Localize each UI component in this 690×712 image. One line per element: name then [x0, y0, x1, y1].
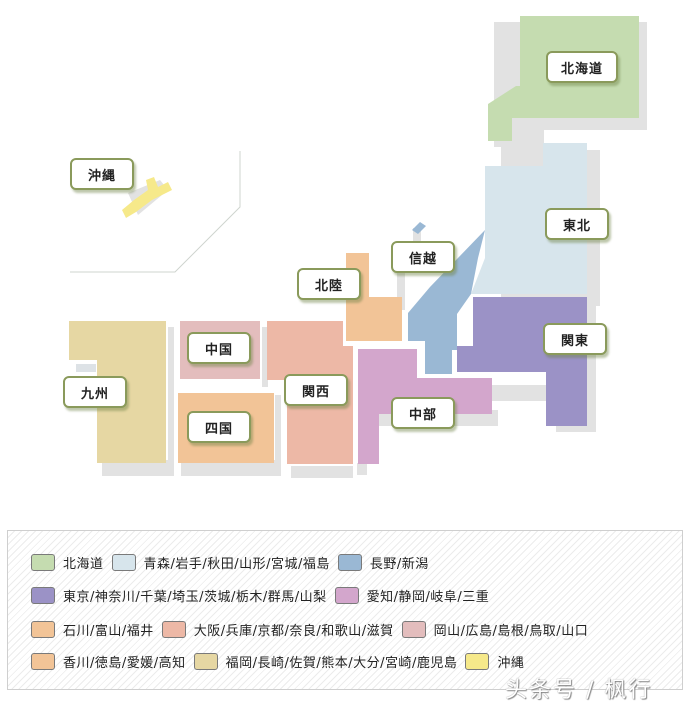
legend-text: 福岡/長崎/佐賀/熊本/大分/宮崎/鹿児島 [225, 655, 458, 671]
swatch-kyushu [193, 652, 218, 670]
legend-item-chubu: 愛知/静岡/岐阜/三重 [334, 586, 490, 605]
watermark: 头条号 / 枫行 [505, 678, 653, 703]
region-shinetsu [408, 230, 485, 374]
legend-text: 北海道 [63, 556, 104, 572]
legend-item-shikoku: 香川/徳島/愛媛/高知 [31, 652, 186, 671]
legend-item-tohoku: 青森/岩手/秋田/山形/宮城/福島 [111, 553, 330, 572]
swatch-hokkaido [31, 553, 55, 571]
legend-item-hokuriku: 石川/富山/福井 [31, 620, 154, 639]
legend-text: 香川/徳島/愛媛/高知 [63, 655, 186, 671]
map-legend: 北海道 青森/岩手/秋田/山形/宮城/福島 長野/新潟 東京/神奈川/千葉/埼玉… [7, 530, 683, 690]
legend-text: 青森/岩手/秋田/山形/宮城/福島 [143, 556, 330, 572]
swatch-hokuriku [31, 620, 55, 638]
label-tohoku[interactable]: 東北 [545, 208, 609, 240]
legend-item-shinetsu: 長野/新潟 [337, 553, 429, 572]
region-tohoku [471, 143, 587, 294]
legend-text: 東京/神奈川/千葉/埼玉/茨城/栃木/群馬/山梨 [63, 589, 327, 605]
okinawa-inset-border [70, 151, 241, 273]
legend-text: 愛知/静岡/岐阜/三重 [366, 589, 490, 605]
legend-text: 石川/富山/福井 [63, 623, 154, 639]
map-shapes [69, 16, 647, 478]
legend-row: 北海道 青森/岩手/秋田/山形/宮城/福島 長野/新潟 [31, 550, 437, 574]
legend-row: 石川/富山/福井 大阪/兵庫/京都/奈良/和歌山/滋賀 岡山/広島/島根/鳥取/… [31, 617, 596, 641]
swatch-okinawa [465, 652, 490, 670]
legend-row: 東京/神奈川/千葉/埼玉/茨城/栃木/群馬/山梨 愛知/静岡/岐阜/三重 [31, 583, 497, 607]
japan-region-map: 北海道 東北 信越 北陸 関東 中部 関西 中国 四国 九州 沖縄 [63, 16, 647, 478]
legend-text: 長野/新潟 [369, 556, 429, 572]
legend-row: 香川/徳島/愛媛/高知 福岡/長崎/佐賀/熊本/大分/宮崎/鹿児島 沖縄 [31, 649, 532, 673]
legend-item-chugoku: 岡山/広島/島根/鳥取/山口 [401, 620, 589, 639]
label-chubu[interactable]: 中部 [391, 397, 455, 429]
label-chugoku[interactable]: 中国 [187, 332, 251, 364]
legend-item-kyushu: 福岡/長崎/佐賀/熊本/大分/宮崎/鹿児島 [193, 652, 458, 671]
label-hokuriku[interactable]: 北陸 [297, 268, 361, 300]
label-kanto[interactable]: 関東 [543, 323, 607, 355]
label-okinawa[interactable]: 沖縄 [70, 158, 134, 190]
region-okinawa [122, 177, 172, 218]
swatch-kanto [31, 586, 55, 604]
legend-item-okinawa: 沖縄 [465, 652, 524, 671]
label-kyushu[interactable]: 九州 [63, 376, 127, 408]
legend-text: 大阪/兵庫/京都/奈良/和歌山/滋賀 [193, 623, 394, 639]
legend-text: 沖縄 [497, 655, 525, 671]
label-shikoku[interactable]: 四国 [187, 411, 251, 443]
swatch-chubu [334, 586, 359, 604]
legend-item-kansai: 大阪/兵庫/京都/奈良/和歌山/滋賀 [161, 620, 394, 639]
label-hokkaido[interactable]: 北海道 [546, 51, 618, 83]
swatch-chugoku [401, 620, 426, 638]
legend-item-kanto: 東京/神奈川/千葉/埼玉/茨城/栃木/群馬/山梨 [31, 586, 327, 605]
swatch-tohoku [111, 553, 136, 571]
swatch-kansai [161, 620, 186, 638]
label-kansai[interactable]: 関西 [284, 374, 348, 406]
swatch-shikoku [31, 652, 55, 670]
legend-item-hokkaido: 北海道 [31, 553, 104, 572]
legend-text: 岡山/広島/島根/鳥取/山口 [433, 623, 589, 639]
label-shinetsu[interactable]: 信越 [391, 241, 455, 273]
swatch-shinetsu [337, 553, 362, 571]
